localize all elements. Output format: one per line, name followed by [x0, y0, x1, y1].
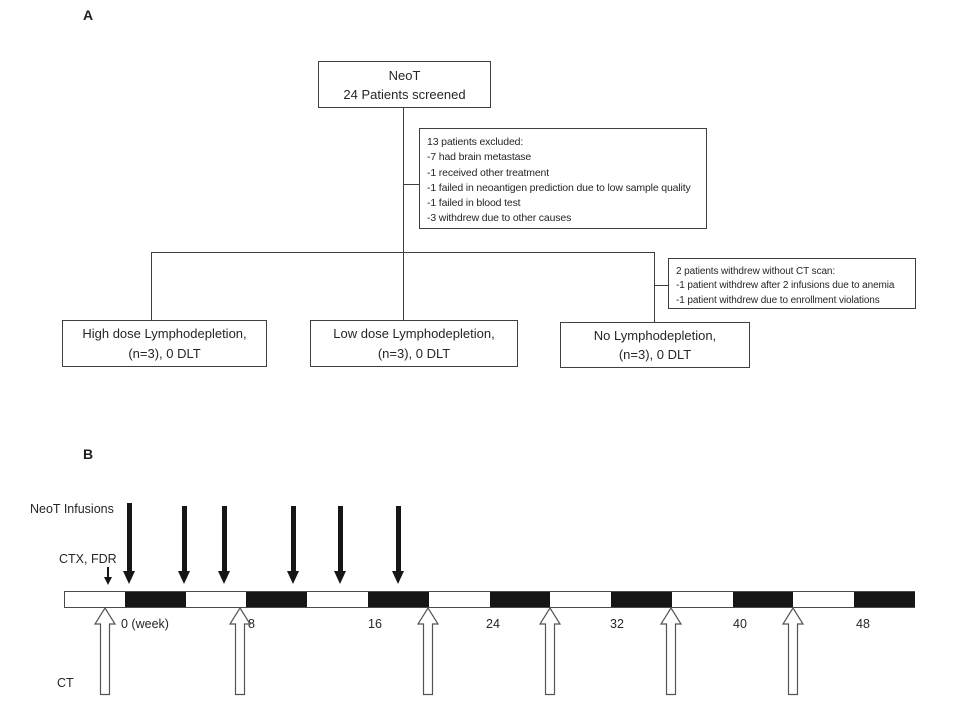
ct-arrow-up-icon	[94, 607, 116, 696]
ct-arrow-up-icon	[660, 607, 682, 696]
panel-b-label: B	[83, 446, 94, 462]
arm-box-title: High dose Lymphodepletion,	[82, 326, 247, 341]
timeline-black-segment	[125, 592, 186, 607]
excluded-box: 13 patients excluded: -7 had brain metas…	[419, 128, 707, 229]
arm-box-count: (n=3), 0 DLT	[618, 347, 692, 362]
timeline-black-segment	[490, 592, 550, 607]
ct-arrow-up-icon	[229, 607, 251, 696]
excluded-line: -7 had brain metastase	[427, 151, 532, 164]
arm-box-low-dose: Low dose Lymphodepletion, (n=3), 0 DLT	[310, 320, 518, 367]
timeline-black-segment	[246, 592, 307, 607]
week-label: 48	[856, 617, 870, 631]
ctx-fdr-arrow-head	[104, 577, 112, 585]
arm-box-no-lymphodepletion: No Lymphodepletion, (n=3), 0 DLT	[560, 322, 750, 368]
withdrew-box: 2 patients withdrew without CT scan: -1 …	[668, 258, 916, 309]
infusion-arrow-down-icon	[392, 506, 405, 584]
screened-box-count: 24 Patients screened	[343, 86, 466, 102]
week-label: 24	[486, 617, 500, 631]
connector-drop-left	[151, 252, 153, 320]
infusion-arrow-down-icon	[123, 503, 136, 584]
withdrew-line: -1 patient withdrew after 2 infusions du…	[676, 280, 895, 292]
infusion-arrow-down-icon	[334, 506, 347, 584]
timeline-black-segment	[854, 592, 915, 607]
infusion-arrow-down-icon	[178, 506, 191, 584]
ctx-fdr-arrow-icon	[104, 567, 113, 585]
connector-main-vertical	[403, 108, 405, 320]
infusions-row-label: NeoT Infusions	[30, 502, 114, 516]
arm-box-high-dose: High dose Lymphodepletion, (n=3), 0 DLT	[62, 320, 267, 367]
infusion-arrow-down-icon	[218, 506, 231, 584]
connector-branch-horizontal	[151, 252, 655, 254]
arm-box-count: (n=3), 0 DLT	[377, 345, 451, 361]
infusion-arrow-down-icon	[287, 506, 300, 584]
week-label: 32	[610, 617, 624, 631]
timeline-black-segment	[368, 592, 429, 607]
connector-drop-right	[654, 252, 656, 322]
ctx-fdr-row-label: CTX, FDR	[59, 552, 117, 566]
excluded-line: 13 patients excluded:	[427, 136, 524, 148]
ct-arrow-up-icon	[539, 607, 561, 696]
timeline-bar	[64, 591, 915, 608]
excluded-line: -1 failed in neoantigen prediction due t…	[427, 181, 691, 194]
ct-arrow-up-icon	[417, 607, 439, 696]
ct-arrow-up-icon	[782, 607, 804, 696]
excluded-line: -1 received other treatment	[427, 166, 550, 179]
week-label: 40	[733, 617, 747, 631]
timeline-black-segment	[611, 592, 672, 607]
arm-box-title: Low dose Lymphodepletion,	[333, 326, 495, 341]
week-label: 8	[248, 617, 255, 631]
week-label: 0 (week)	[121, 617, 169, 631]
arm-box-count: (n=3), 0 DLT	[128, 345, 201, 361]
arm-box-title: No Lymphodepletion,	[593, 327, 717, 343]
week-label: 16	[368, 617, 382, 631]
excluded-line: -1 failed in blood test	[427, 197, 521, 210]
timeline-black-segment	[733, 592, 793, 607]
connector-to-withdrew-box	[655, 285, 668, 287]
withdrew-line: 2 patients withdrew without CT scan:	[676, 266, 836, 277]
screened-box-title: NeoT	[388, 67, 421, 83]
ctx-fdr-arrow-shaft	[106, 567, 110, 577]
excluded-line: -3 withdrew due to other causes	[427, 212, 572, 225]
screened-box: NeoT 24 Patients screened	[318, 61, 491, 108]
panel-a-label: A	[83, 7, 94, 23]
connector-to-excluded-box	[404, 184, 419, 186]
withdrew-line: -1 patient withdrew due to enrollment vi…	[676, 294, 880, 306]
ct-row-label: CT	[57, 676, 74, 690]
